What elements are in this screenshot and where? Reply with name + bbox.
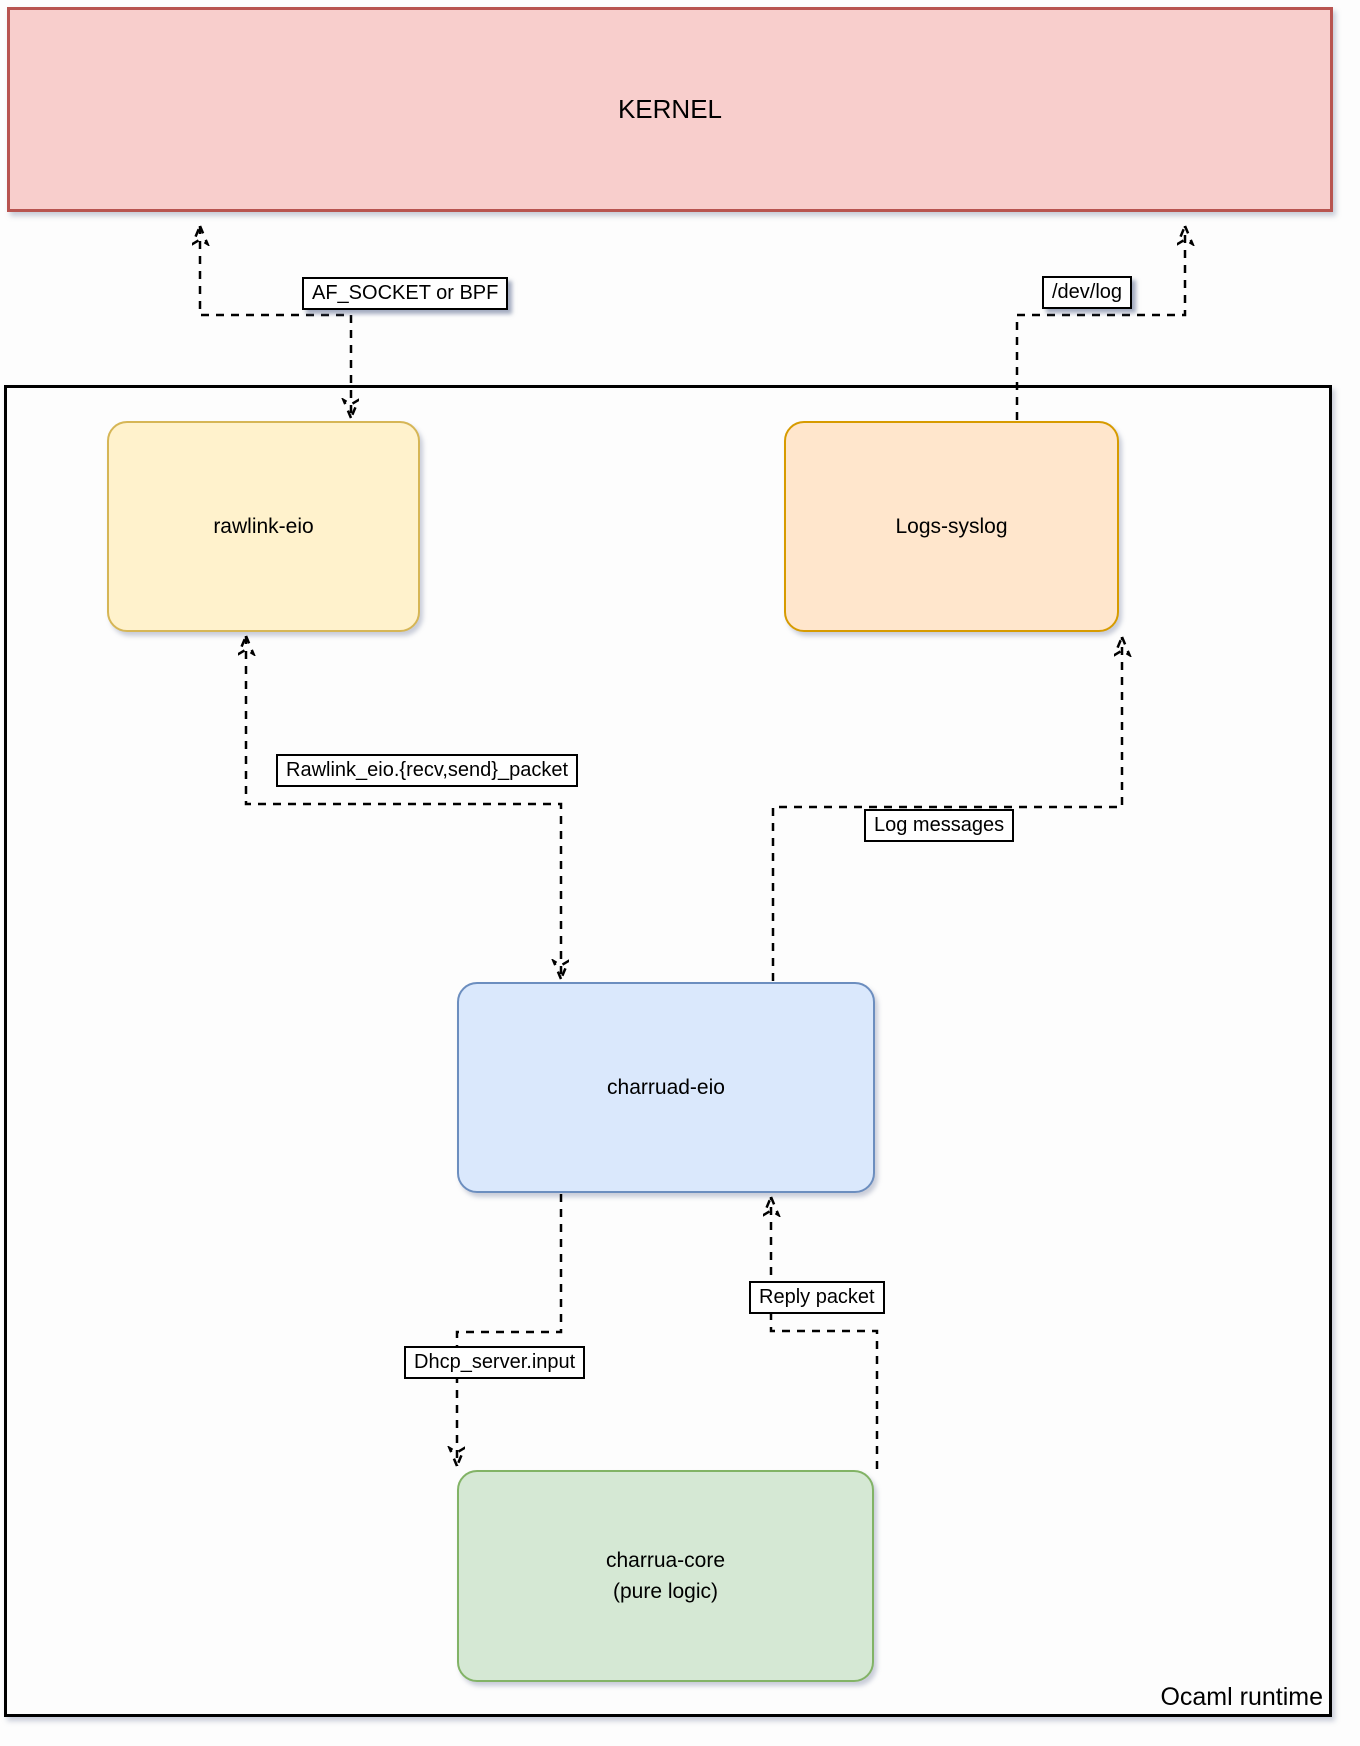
ocaml-runtime-box: Ocaml runtime (4, 385, 1332, 1717)
edge-label-rawlink-packet: Rawlink_eio.{recv,send}_packet (276, 754, 579, 787)
node-charrua-core-sublabel: (pure logic) (612, 1580, 719, 1603)
node-logs-syslog: Logs-syslog (784, 421, 1119, 632)
edge-label-af-socket: AF_SOCKET or BPF (302, 277, 509, 310)
node-charruad-eio: charruad-eio (457, 982, 875, 1193)
node-rawlink-eio: rawlink-eio (107, 421, 420, 632)
edge-label-log-messages: Log messages (864, 809, 1015, 842)
kernel-label: KERNEL (617, 94, 723, 124)
edge-label-reply-packet: Reply packet (749, 1281, 885, 1314)
node-rawlink-eio-label: rawlink-eio (213, 514, 314, 538)
kernel-box: KERNEL (7, 7, 1333, 212)
node-charrua-core-label: charrua-core (605, 1548, 726, 1572)
edge-label-dhcp-input: Dhcp_server.input (404, 1346, 586, 1379)
node-logs-syslog-label: Logs-syslog (895, 514, 1008, 538)
node-charrua-core: charrua-core (pure logic) (457, 1470, 874, 1682)
ocaml-runtime-label: Ocaml runtime (1160, 1683, 1323, 1711)
edge-label-dev-log: /dev/log (1042, 276, 1133, 309)
node-charruad-eio-label: charruad-eio (607, 1075, 725, 1099)
